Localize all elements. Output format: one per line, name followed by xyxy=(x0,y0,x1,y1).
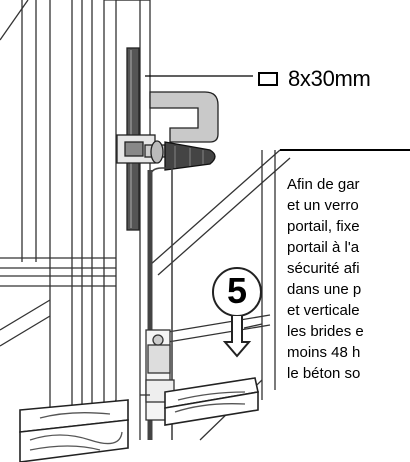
instruction-line: Afin de gar xyxy=(287,176,360,193)
gate-frame xyxy=(0,0,150,441)
wood-beam-right xyxy=(164,377,259,426)
instruction-line: le béton so xyxy=(287,365,361,382)
instruction-line: et verticale xyxy=(287,302,360,319)
bolt-knob xyxy=(144,140,216,171)
dimension-callout: 8x30mm xyxy=(258,66,371,92)
wood-beam-left xyxy=(19,399,129,462)
step-arrow xyxy=(212,267,262,358)
l-handle xyxy=(149,91,219,143)
step-number: 5 xyxy=(226,270,248,311)
instruction-line: moins 48 h xyxy=(287,344,361,361)
dimension-text: 8x30mm xyxy=(288,66,371,91)
instruction-line: les brides e xyxy=(287,323,364,340)
section-divider xyxy=(280,149,410,151)
instruction-line: et un verro xyxy=(287,197,359,214)
square-section-icon xyxy=(258,72,278,86)
instruction-line: portail, fixe xyxy=(287,218,360,235)
drop-bolt xyxy=(140,167,175,440)
instruction-text: Afin de gar et un verro portail, fixe po… xyxy=(287,174,410,384)
instruction-line: dans une p xyxy=(287,281,362,298)
instruction-line: portail à l'a xyxy=(287,239,360,256)
instruction-line: sécurité afi xyxy=(287,260,360,277)
